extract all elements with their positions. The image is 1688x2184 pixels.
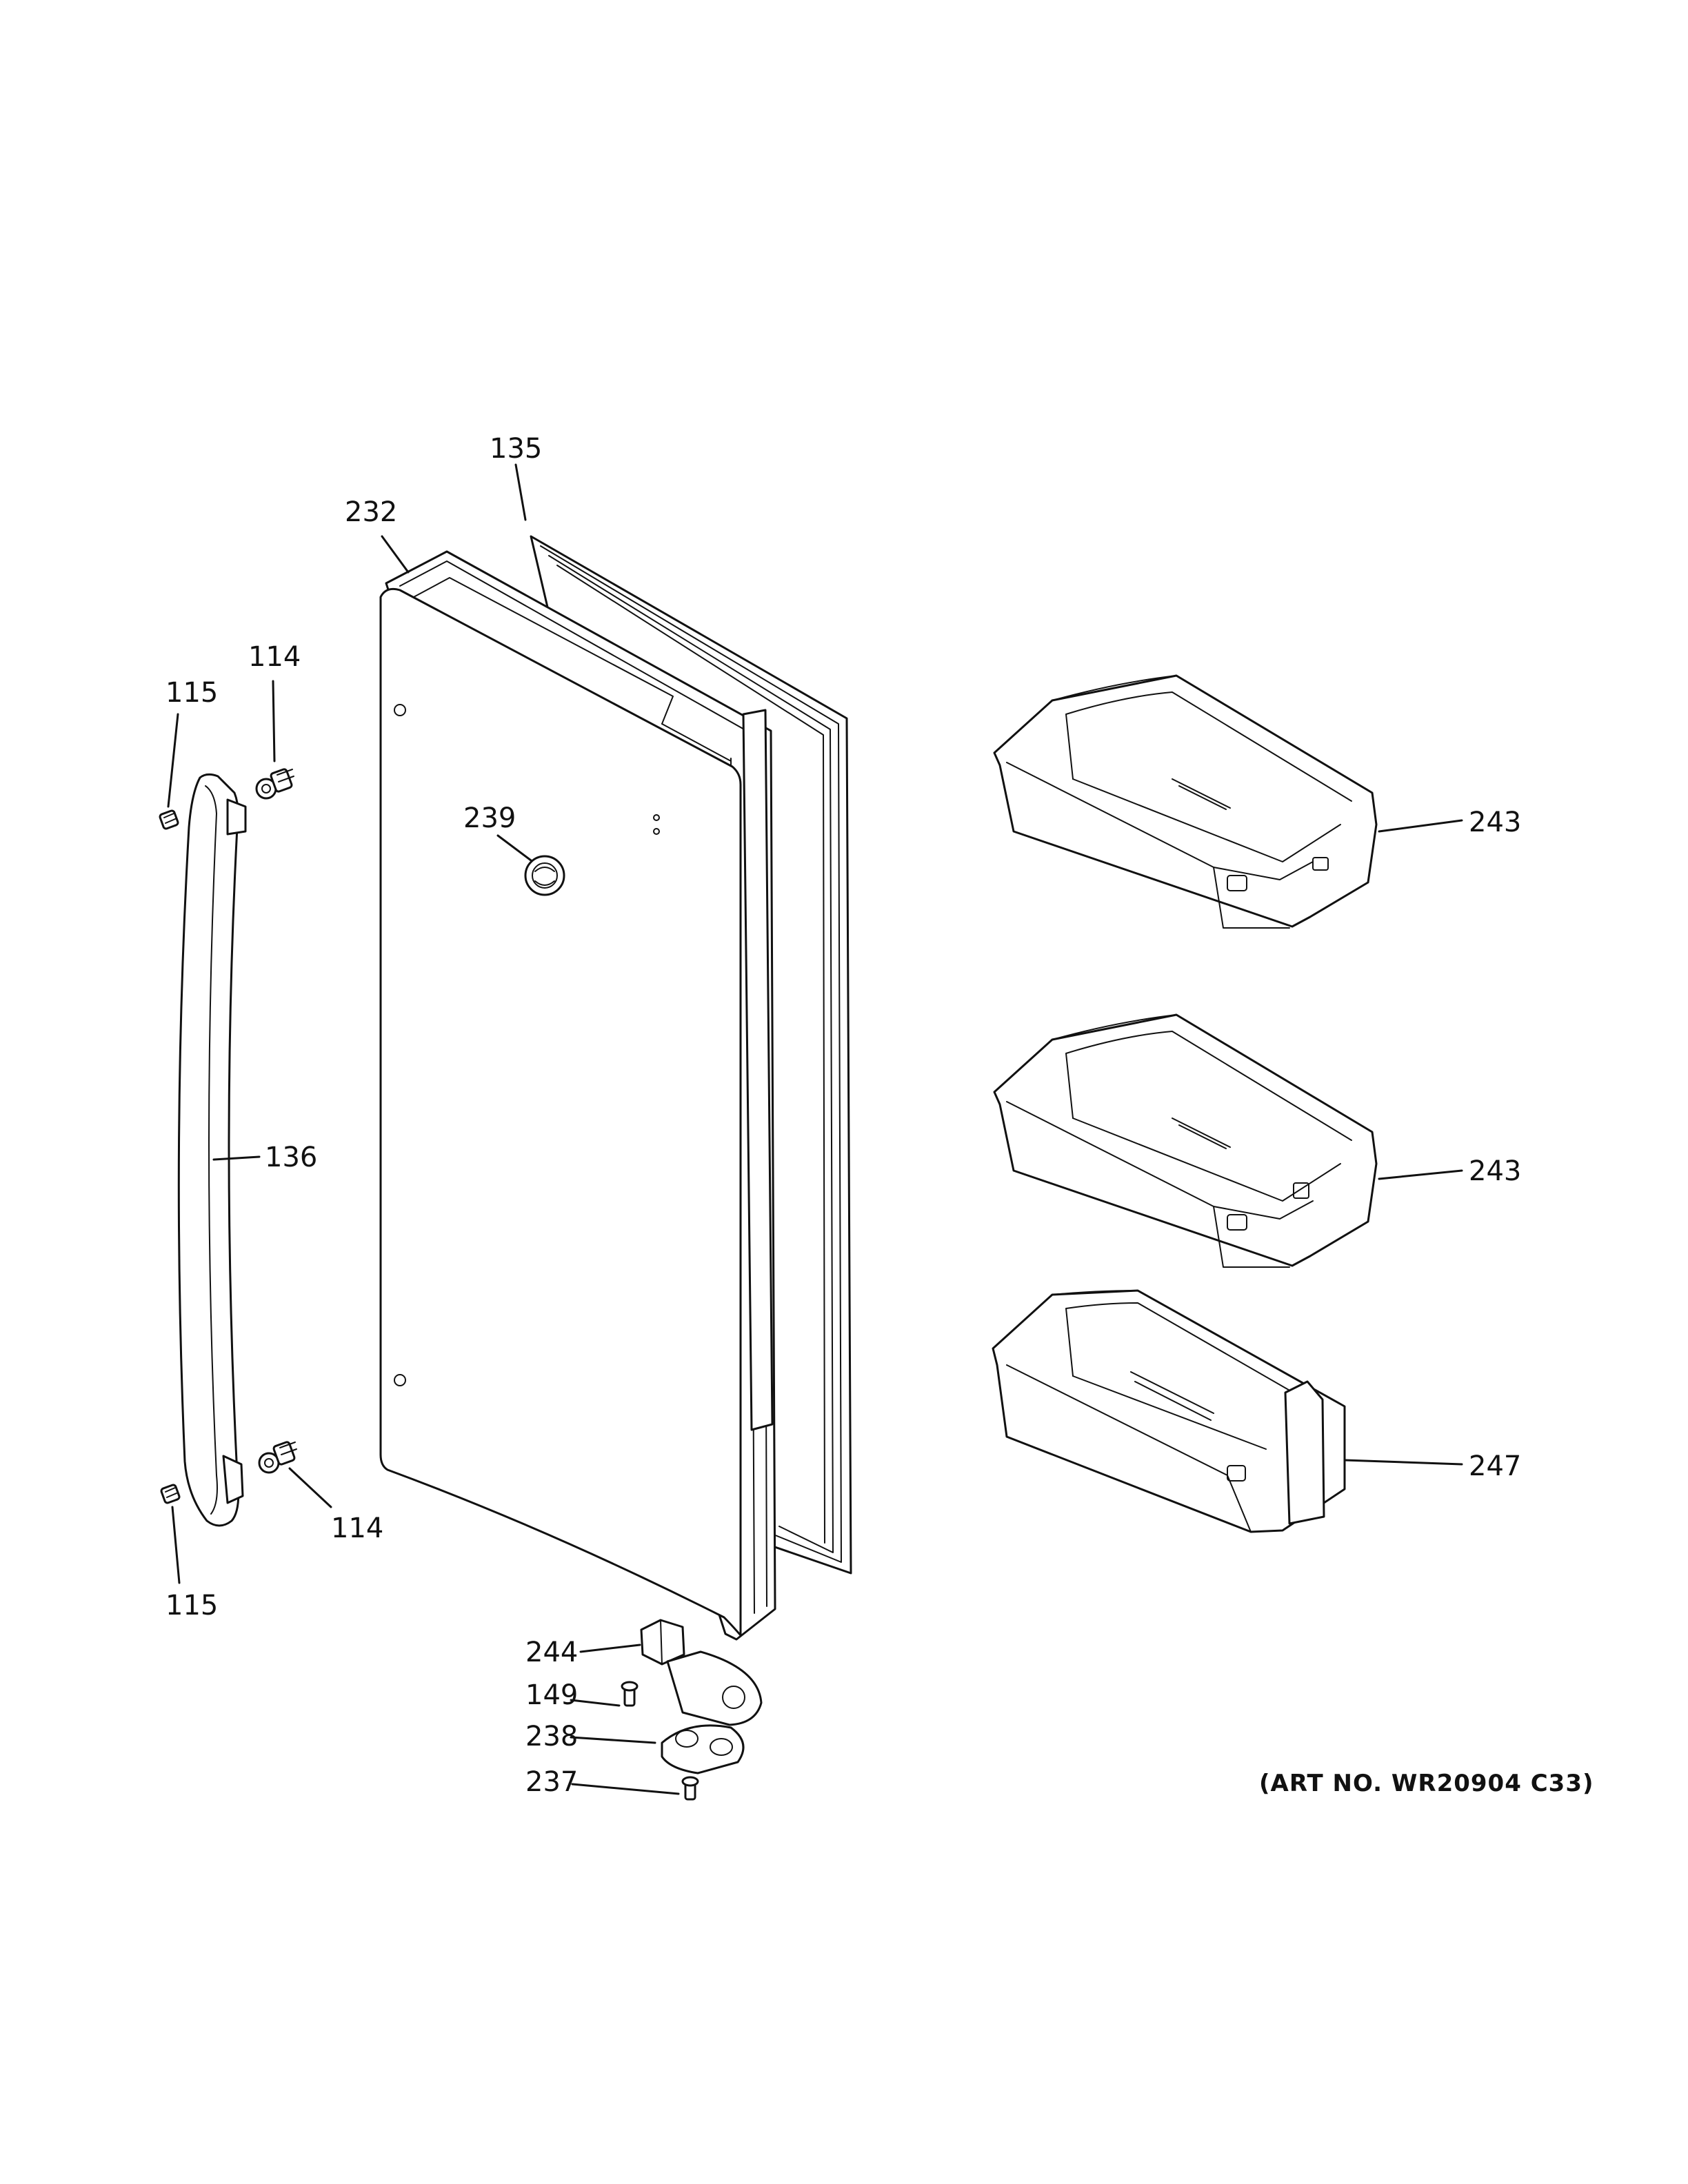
hinge-bracket-238 — [661, 1724, 745, 1775]
leader-114-top — [272, 680, 276, 762]
callout-115-top: 115 — [165, 677, 218, 709]
art-number: (ART NO. WR20904 C33) — [1259, 1770, 1594, 1797]
leader-136 — [212, 1155, 261, 1161]
leader-243-lower — [1378, 1169, 1463, 1180]
door-bin-middle — [993, 1013, 1378, 1268]
logo-badge — [524, 855, 565, 896]
leader-135 — [514, 463, 527, 521]
hinge-screw-237 — [681, 1776, 699, 1801]
leader-238 — [570, 1736, 656, 1744]
leader-243-upper — [1378, 819, 1463, 833]
callout-243-lower: 243 — [1469, 1155, 1521, 1187]
leader-115-bottom — [171, 1506, 181, 1584]
callout-232: 232 — [345, 496, 397, 528]
hinge-screw-149 — [621, 1681, 639, 1707]
callout-labels: 135 232 114 115 239 243 136 243 247 114 … — [165, 433, 1594, 1798]
set-screw-upper — [159, 809, 179, 830]
leader-237 — [571, 1783, 680, 1795]
callout-136: 136 — [265, 1142, 317, 1173]
callout-114-top: 114 — [248, 641, 301, 673]
handle-stud-upper — [255, 768, 294, 800]
callout-135: 135 — [490, 433, 542, 465]
leader-149 — [570, 1699, 621, 1707]
leader-247 — [1343, 1459, 1463, 1466]
door-handle — [177, 773, 247, 1527]
leader-115-top — [167, 713, 179, 808]
door-bin-upper — [993, 674, 1378, 929]
leader-lines — [167, 463, 1463, 1795]
set-screw-lower — [160, 1484, 181, 1504]
leader-232 — [381, 535, 410, 574]
door-assembly — [379, 550, 776, 1641]
callout-238: 238 — [525, 1721, 578, 1752]
callout-247: 247 — [1469, 1450, 1521, 1482]
leader-114-bottom — [288, 1467, 332, 1508]
hinge-block — [640, 1619, 763, 1726]
callout-237: 237 — [525, 1766, 578, 1798]
callout-149: 149 — [525, 1679, 578, 1711]
callout-244: 244 — [525, 1637, 578, 1668]
handle-stud-lower — [258, 1441, 297, 1474]
leader-244 — [579, 1644, 641, 1653]
callout-243-upper: 243 — [1469, 807, 1521, 838]
callout-114-bottom: 114 — [331, 1513, 383, 1544]
callout-239: 239 — [463, 802, 516, 834]
leader-239 — [496, 834, 532, 862]
callout-115-bottom: 115 — [165, 1590, 218, 1621]
door-bin-lower — [992, 1289, 1346, 1533]
